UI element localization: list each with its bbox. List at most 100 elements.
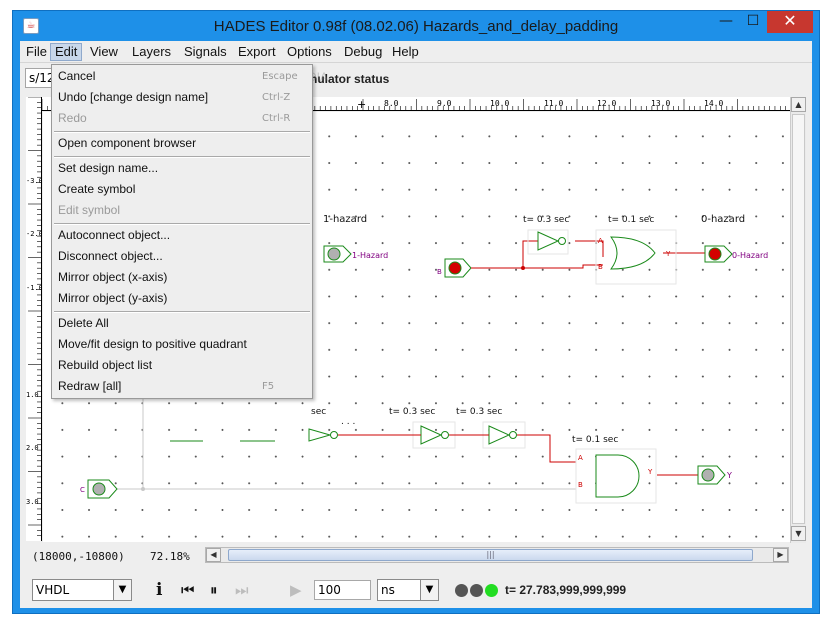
- zoom-level: 72.18%: [150, 550, 190, 563]
- or-gate[interactable]: [595, 229, 677, 285]
- menu-layers[interactable]: Layers: [132, 44, 172, 59]
- label-delay-or: t= 0.1 sec: [608, 215, 654, 225]
- menu-export[interactable]: Export: [238, 44, 276, 59]
- simulation-control-bar: VHDL ▼ i ⏮ ⏸ ⏭ ▶ 100 ns ▼ t= 27.783,999,…: [20, 570, 812, 606]
- maximize-button[interactable]: ☐: [746, 13, 760, 29]
- wire-junction: [141, 487, 145, 491]
- menu-item-set-design-name[interactable]: Set design name...: [58, 161, 159, 175]
- menu-item-mirror-y[interactable]: Mirror object (y-axis): [58, 291, 168, 305]
- signal-label-b: B: [437, 268, 442, 276]
- ruler-tick-label: -3.0: [26, 177, 42, 185]
- signal-label-0-hazard: 0-Hazard: [732, 251, 768, 260]
- pin-label-and-b: B: [578, 481, 583, 489]
- input-switch-b[interactable]: [444, 258, 472, 278]
- output-probe-0-hazard[interactable]: [704, 245, 733, 263]
- status-row: (18000,-10800) 72.18% ◀ ||| ▶: [20, 545, 812, 567]
- ruler-tick-label: 12.0: [597, 99, 616, 108]
- rewind-icon[interactable]: ⏮: [181, 581, 195, 599]
- edit-menu-dropdown: Cancel Escape Undo [change design name] …: [51, 64, 313, 399]
- menu-item-redo[interactable]: Redo: [58, 111, 87, 125]
- chevron-down-icon[interactable]: ▼: [113, 580, 131, 600]
- close-button[interactable]: ✕: [767, 11, 813, 33]
- menu-item-mirror-x[interactable]: Mirror object (x-axis): [58, 270, 168, 284]
- wire-junction: [521, 266, 525, 270]
- inverter-gate-top[interactable]: [527, 229, 569, 255]
- simulation-time-readout: t= 27.783,999,999,999: [505, 583, 627, 597]
- ruler-tick-label: 14.0: [704, 99, 723, 108]
- and-gate[interactable]: [575, 448, 657, 504]
- ruler-tick-label: 10.0: [490, 99, 509, 108]
- crosshair-cursor-icon: +: [357, 98, 366, 111]
- menu-separator: [54, 131, 310, 133]
- scroll-up-arrow-icon[interactable]: ▲: [791, 97, 806, 112]
- time-unit-select[interactable]: ns ▼: [377, 579, 439, 601]
- menu-item-create-symbol[interactable]: Create symbol: [58, 182, 136, 196]
- output-probe-y[interactable]: [697, 465, 726, 485]
- wire-delay-chain: [338, 434, 698, 476]
- shortcut-redo: Ctrl-R: [262, 113, 291, 124]
- pause-icon[interactable]: ⏸: [210, 581, 218, 599]
- export-language-select[interactable]: VHDL ▼: [32, 579, 132, 601]
- horizontal-scroll-thumb[interactable]: |||: [228, 549, 753, 561]
- simulator-status-label: nulator status: [310, 72, 390, 86]
- label-delay-and: t= 0.1 sec: [572, 435, 618, 445]
- vertical-ruler-graphic: -3.0 -2.0 -1.0 1.0 2.0 3.0: [26, 97, 42, 537]
- menu-item-edit-symbol[interactable]: Edit symbol: [58, 203, 121, 217]
- menu-view[interactable]: View: [90, 44, 118, 59]
- output-probe-1-hazard[interactable]: [323, 245, 352, 263]
- menu-item-disconnect-object[interactable]: Disconnect object...: [58, 249, 163, 263]
- chevron-down-icon[interactable]: ▼: [420, 580, 438, 600]
- vertical-ruler: -3.0 -2.0 -1.0 1.0 2.0 3.0: [26, 97, 42, 541]
- label-delay-cut: sec: [311, 407, 326, 417]
- pin-label-or-y: Y: [665, 250, 671, 258]
- signal-label-1-hazard: 1-Hazard: [352, 251, 388, 260]
- menu-separator: [54, 223, 310, 225]
- label-ellipsis: . . .: [341, 417, 355, 427]
- title-bar[interactable]: ☕ HADES Editor 0.98f (08.02.06) Hazards_…: [13, 11, 819, 41]
- shortcut-cancel: Escape: [262, 71, 298, 82]
- menu-options[interactable]: Options: [287, 44, 332, 59]
- menu-item-cancel[interactable]: Cancel: [58, 69, 96, 83]
- horizontal-scrollbar[interactable]: ◀ ||| ▶: [205, 547, 789, 563]
- status-indicator-dot: [455, 584, 468, 597]
- time-unit-value: ns: [381, 583, 395, 597]
- inverter-chain-hidden[interactable]: [170, 428, 338, 442]
- pin-label-and-a: A: [578, 454, 583, 462]
- menu-item-redraw-all[interactable]: Redraw [all]: [58, 379, 122, 393]
- ruler-tick-label: 1.0: [26, 391, 39, 399]
- scroll-left-arrow-icon[interactable]: ◀: [206, 548, 221, 562]
- minimize-button[interactable]: —: [719, 13, 733, 29]
- menu-item-autoconnect-object[interactable]: Autoconnect object...: [58, 228, 171, 242]
- ruler-tick-label: -1.0: [26, 284, 42, 292]
- label-delay-inverter-b: t= 0.3 sec: [389, 407, 435, 417]
- menu-item-delete-all[interactable]: Delete All: [58, 316, 109, 330]
- vertical-scrollbar[interactable]: ▲ ▼: [790, 97, 806, 543]
- menu-help[interactable]: Help: [392, 44, 419, 59]
- menu-edit[interactable]: Edit: [50, 43, 83, 61]
- menu-file[interactable]: File: [26, 44, 47, 59]
- input-switch-c[interactable]: [87, 479, 118, 499]
- menu-item-undo[interactable]: Undo [change design name]: [58, 90, 209, 104]
- java-app-icon[interactable]: ☕: [23, 18, 39, 34]
- ruler-tick-label: 11.0: [544, 99, 563, 108]
- fast-forward-icon[interactable]: ⏭: [235, 581, 249, 599]
- simulation-step-input[interactable]: 100: [314, 580, 371, 600]
- menu-item-rebuild-object-list[interactable]: Rebuild object list: [58, 358, 153, 372]
- scroll-right-arrow-icon[interactable]: ▶: [773, 548, 788, 562]
- menu-signals[interactable]: Signals: [184, 44, 227, 59]
- menu-separator: [54, 156, 310, 158]
- ruler-tick-label: 13.0: [651, 99, 670, 108]
- horizontal-ruler-graphic: 8.0 9.0 10.0 11.0 12.0 13.0 14.0 +: [42, 98, 786, 111]
- play-icon[interactable]: ▶: [290, 581, 302, 599]
- schematic-drawing: 1-hazard t= 0.3 sec t= 0.1 sec 0-hazard …: [80, 214, 768, 504]
- menu-debug[interactable]: Debug: [344, 44, 383, 59]
- info-icon[interactable]: i: [156, 580, 163, 600]
- menu-separator: [54, 311, 310, 313]
- ruler-tick-label: -2.0: [26, 230, 42, 238]
- menu-item-move-fit-design[interactable]: Move/fit design to positive quadrant: [58, 337, 247, 351]
- shortcut-redraw: F5: [262, 381, 275, 392]
- vertical-scroll-track[interactable]: [792, 114, 805, 524]
- scroll-down-arrow-icon[interactable]: ▼: [791, 526, 806, 541]
- label-1-hazard: 1-hazard: [323, 214, 367, 225]
- menu-item-open-component-browser[interactable]: Open component browser: [58, 136, 197, 150]
